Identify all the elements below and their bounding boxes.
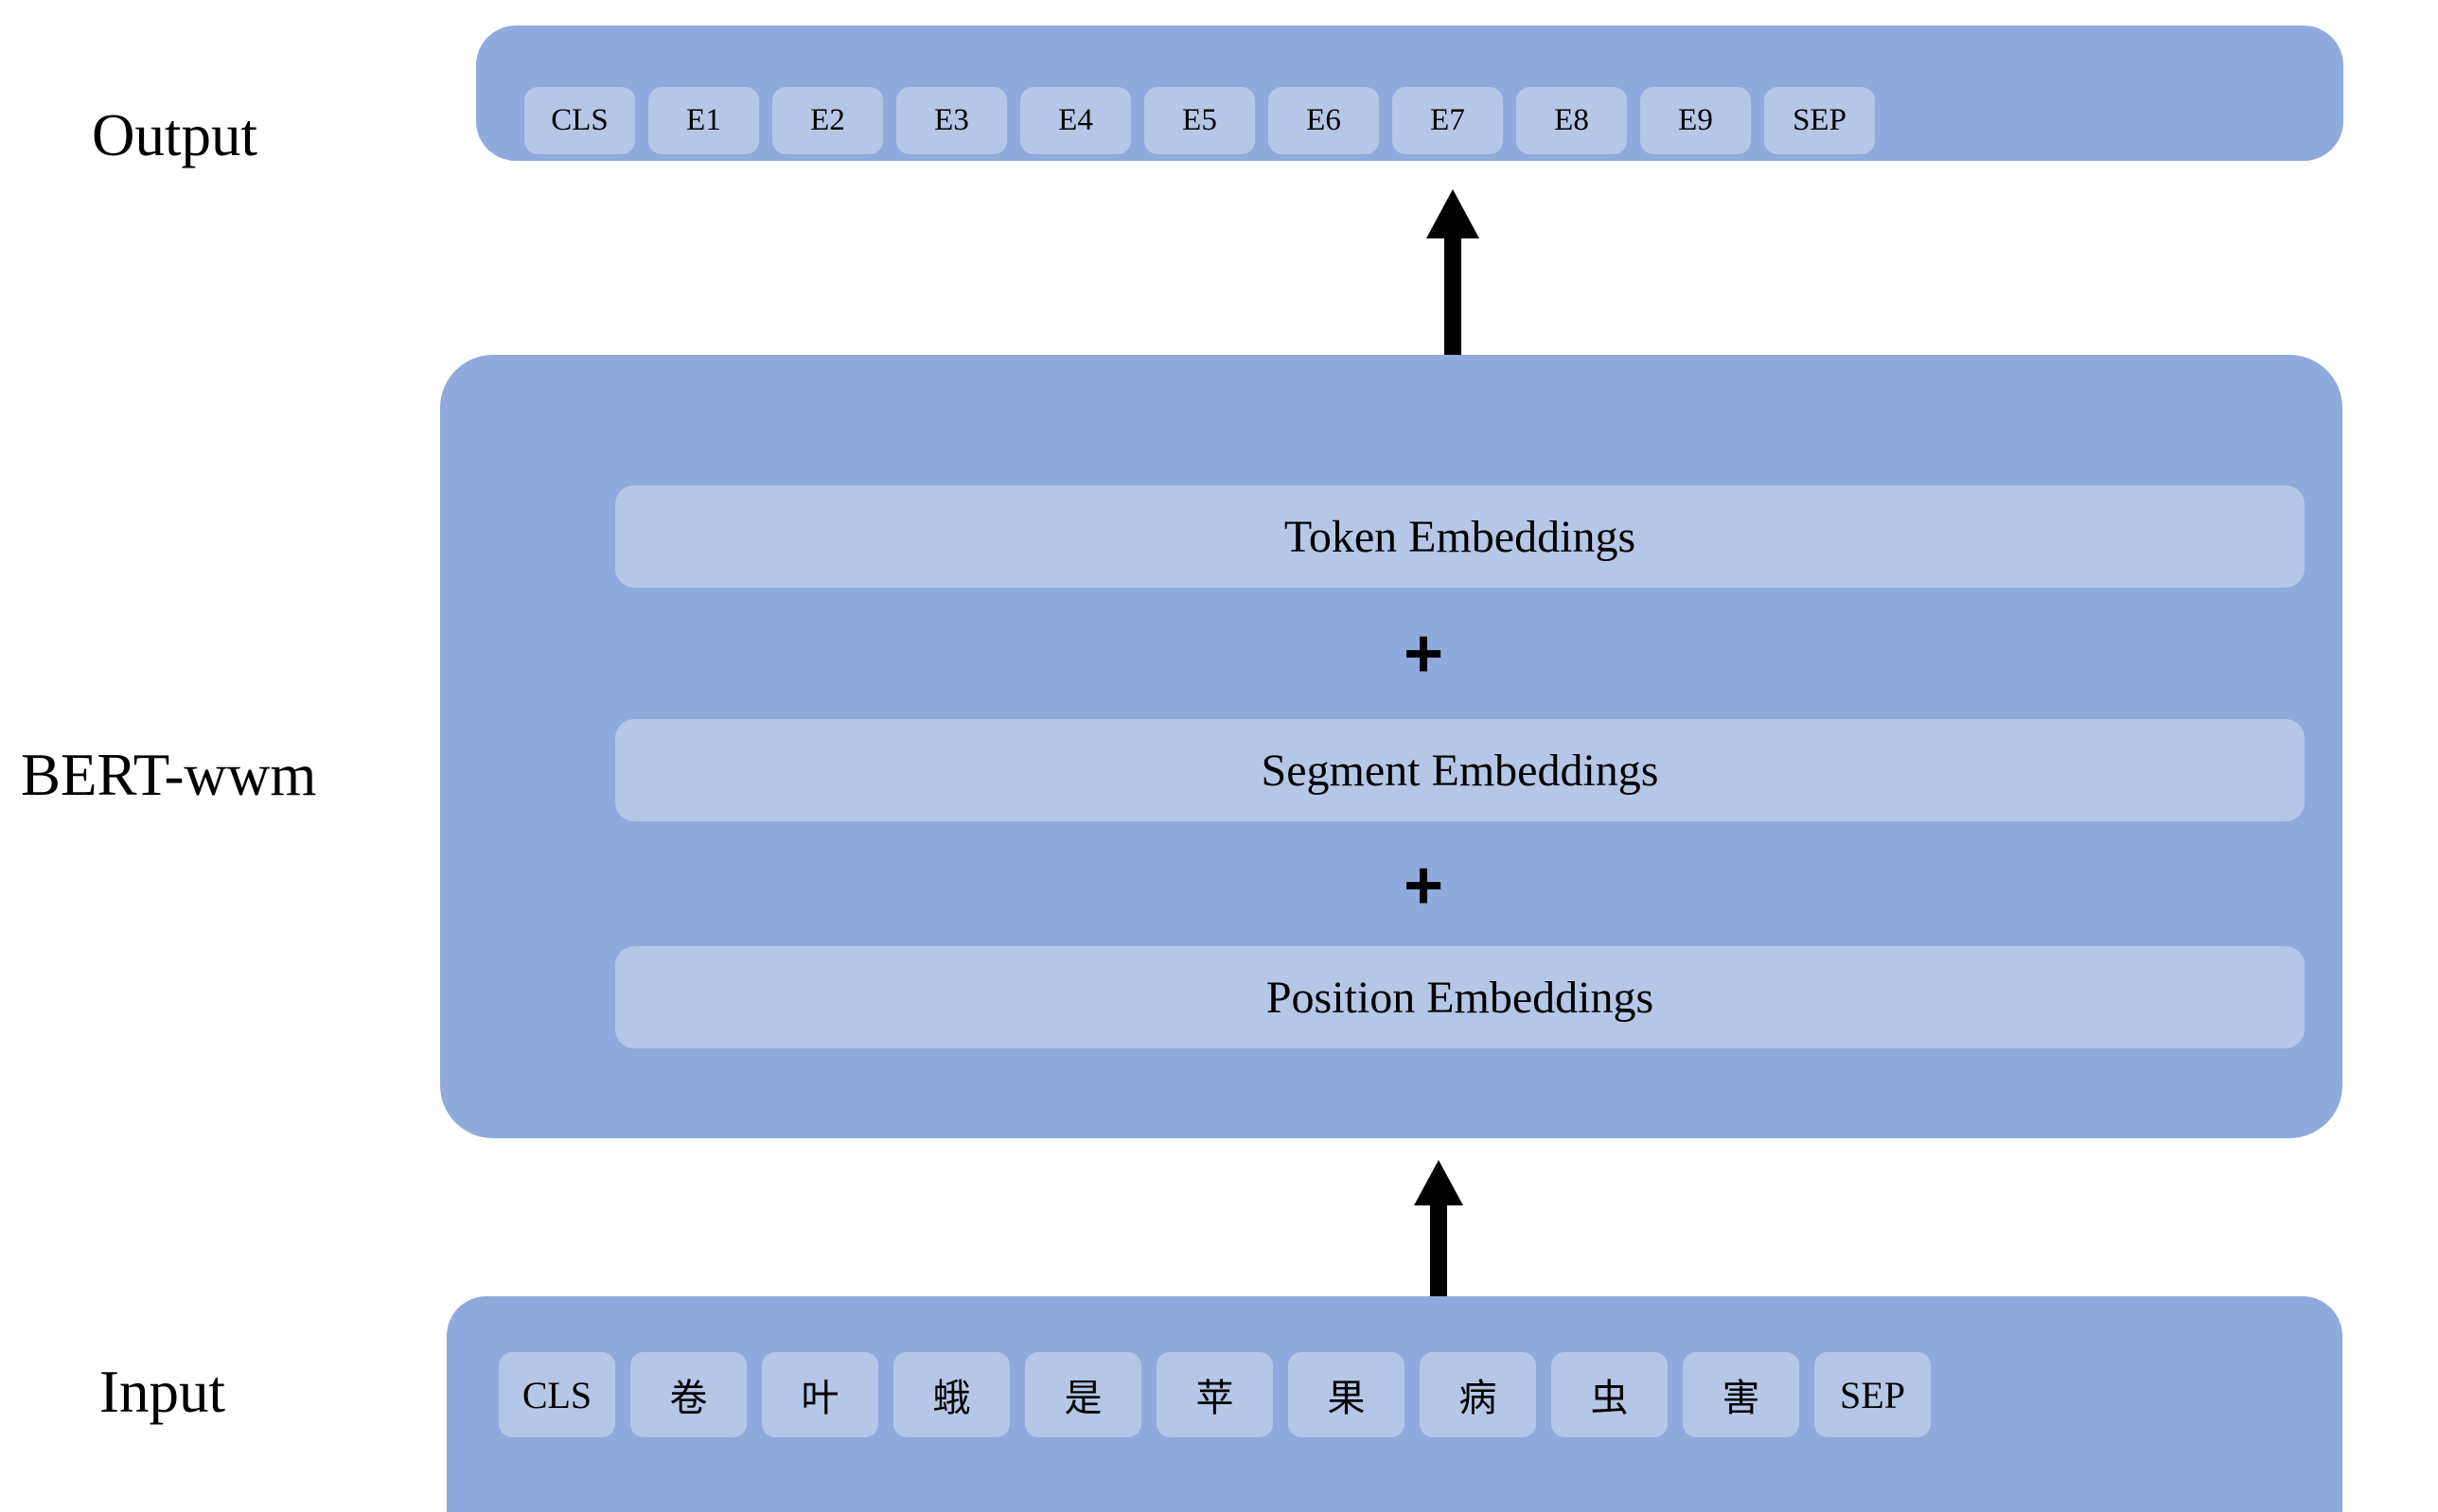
output-token-e6[interactable]: E6 [1268, 87, 1379, 154]
output-token-e4[interactable]: E4 [1020, 87, 1131, 154]
output-token-row: CLS E1 E2 E3 E4 E5 E6 E7 E8 E9 SEP [524, 86, 2299, 155]
input-token-sep[interactable]: SEP [1814, 1352, 1931, 1437]
input-token-9[interactable]: 害 [1683, 1352, 1799, 1437]
output-token-e9[interactable]: E9 [1640, 87, 1751, 154]
output-token-cls[interactable]: CLS [524, 87, 635, 154]
input-token-4[interactable]: 是 [1025, 1352, 1141, 1437]
output-token-e5[interactable]: E5 [1144, 87, 1255, 154]
input-token-cls[interactable]: CLS [499, 1352, 615, 1437]
input-token-2[interactable]: 叶 [762, 1352, 878, 1437]
arrow-up-icon-input-to-bert [1414, 1160, 1463, 1300]
output-token-e1[interactable]: E1 [648, 87, 759, 154]
row-label-input: Input [99, 1359, 225, 1425]
input-token-5[interactable]: 苹 [1157, 1352, 1273, 1437]
arrow-up-icon-bert-to-output [1426, 189, 1479, 356]
plus-icon-segment-position: + [1404, 848, 1444, 923]
input-token-6[interactable]: 果 [1288, 1352, 1404, 1437]
row-label-bert-wwm: BERT-wwm [21, 742, 317, 808]
input-token-7[interactable]: 病 [1420, 1352, 1536, 1437]
position-embeddings-bar[interactable]: Position Embeddings [615, 946, 2305, 1048]
segment-embeddings-bar[interactable]: Segment Embeddings [615, 719, 2305, 821]
output-token-e2[interactable]: E2 [772, 87, 883, 154]
input-token-8[interactable]: 虫 [1551, 1352, 1668, 1437]
output-token-e8[interactable]: E8 [1516, 87, 1627, 154]
row-label-output: Output [92, 102, 258, 168]
plus-icon-token-segment: + [1404, 616, 1444, 692]
input-token-3[interactable]: 蛾 [893, 1352, 1010, 1437]
output-token-e3[interactable]: E3 [896, 87, 1007, 154]
input-token-row: CLS 卷 叶 蛾 是 苹 果 病 虫 害 SEP [499, 1351, 2288, 1438]
output-token-e7[interactable]: E7 [1392, 87, 1503, 154]
token-embeddings-bar[interactable]: Token Embeddings [615, 485, 2305, 588]
input-token-1[interactable]: 卷 [630, 1352, 747, 1437]
output-token-sep[interactable]: SEP [1764, 87, 1875, 154]
